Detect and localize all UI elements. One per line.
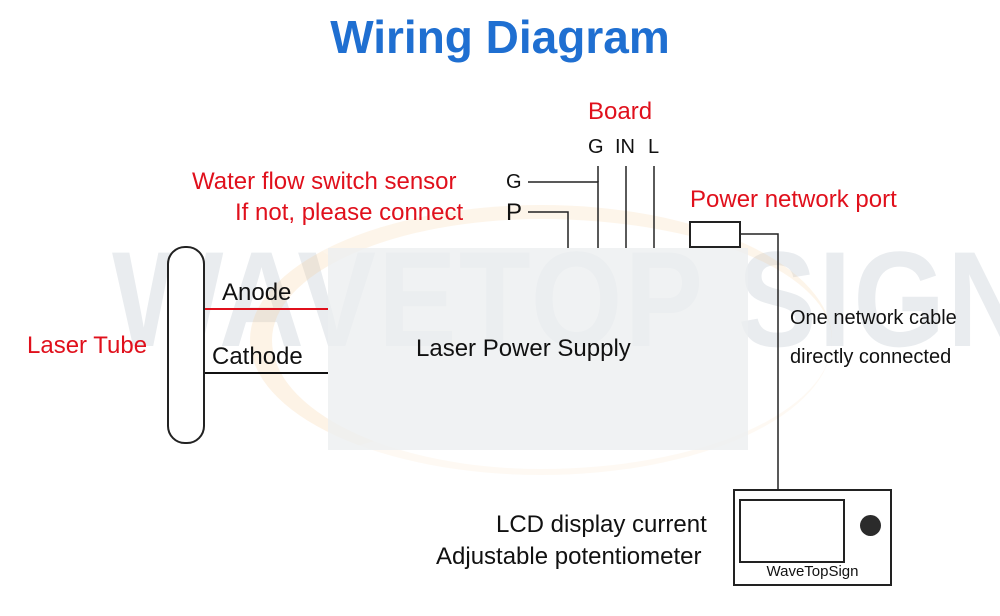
cable-note-line-1: One network cable — [790, 307, 957, 329]
lcd-brand-label: WaveTopSign — [766, 563, 859, 580]
page-title: Wiring Diagram — [330, 11, 670, 63]
connect-p-wire — [528, 211, 569, 248]
lcd-note-line-1: LCD display current — [496, 511, 707, 538]
board-pin-l: L — [648, 136, 660, 158]
network-cable-wire — [739, 233, 779, 489]
potentiometer-knob-icon — [860, 515, 881, 536]
laser-power-supply-label: Laser Power Supply — [416, 335, 631, 362]
anode-label: Anode — [222, 279, 292, 306]
lcd-screen — [739, 499, 845, 563]
laser-power-supply-box — [328, 248, 748, 450]
laser-tube-label: Laser Tube — [27, 332, 148, 359]
water-sensor-wire — [528, 181, 599, 248]
board-pin-in: IN — [615, 136, 635, 158]
connect-note-label: If not, please connect — [235, 199, 464, 226]
water-sensor-pin-g: G — [506, 171, 522, 193]
power-network-port-label: Power network port — [690, 186, 897, 213]
board-pin-g: G — [588, 136, 604, 158]
laser-tube — [167, 246, 205, 444]
board-label: Board — [588, 98, 653, 125]
cable-note-line-2: directly connected — [790, 346, 952, 368]
network-port — [689, 221, 741, 248]
lcd-display-unit — [733, 489, 892, 586]
lcd-note-line-2: Adjustable potentiometer — [436, 543, 702, 570]
water-sensor-label: Water flow switch sensor — [192, 168, 457, 195]
connect-pin-p: P — [506, 199, 523, 226]
cathode-label: Cathode — [212, 343, 303, 370]
